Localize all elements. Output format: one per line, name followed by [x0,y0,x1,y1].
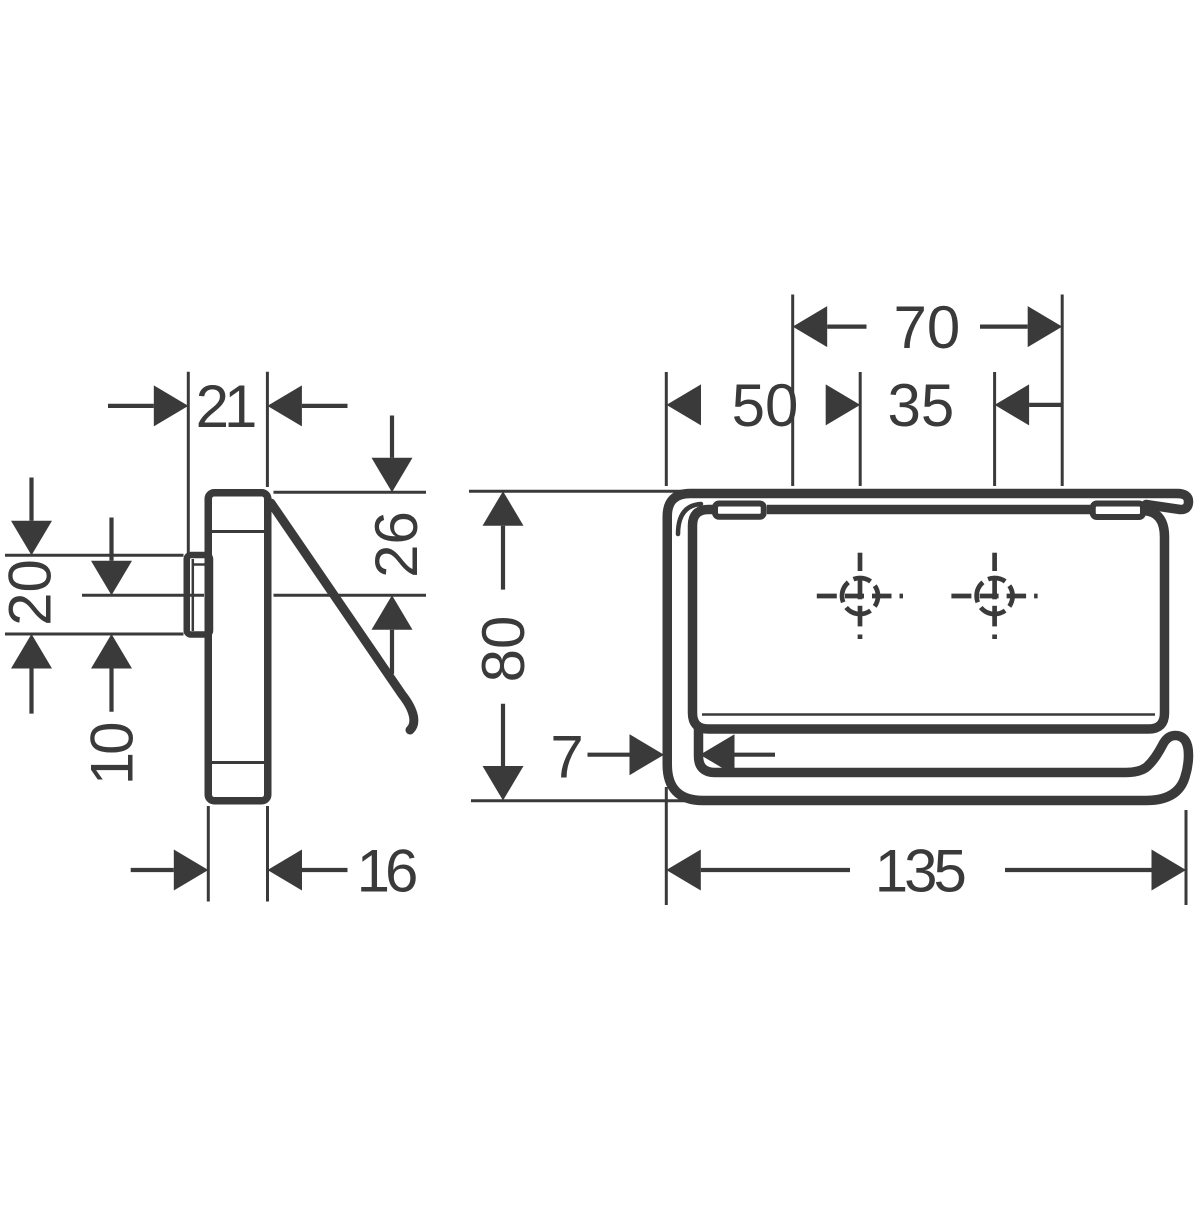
svg-text:135: 135 [875,838,965,905]
svg-text:50: 50 [732,372,799,439]
svg-text:70: 70 [894,294,961,361]
svg-text:80: 80 [470,616,537,683]
svg-text:10: 10 [78,723,145,785]
svg-text:7: 7 [550,724,583,791]
svg-text:21: 21 [196,373,255,440]
svg-text:16: 16 [357,838,416,905]
svg-text:35: 35 [888,372,955,439]
svg-text:20: 20 [0,559,63,626]
svg-text:26: 26 [363,511,430,578]
